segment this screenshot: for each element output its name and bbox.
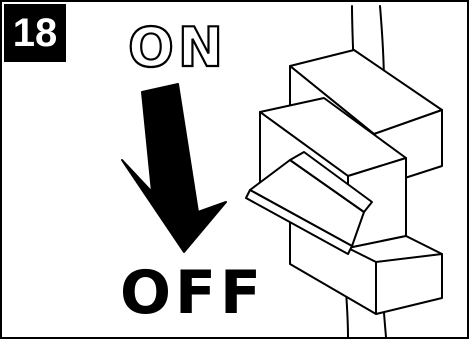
circuit-breaker-switch-icon: [245, 5, 443, 337]
step-number-badge: 18: [4, 4, 66, 62]
arrow-down-icon: [121, 83, 227, 253]
off-label: OFF: [120, 258, 265, 328]
on-label: ON: [127, 16, 228, 79]
